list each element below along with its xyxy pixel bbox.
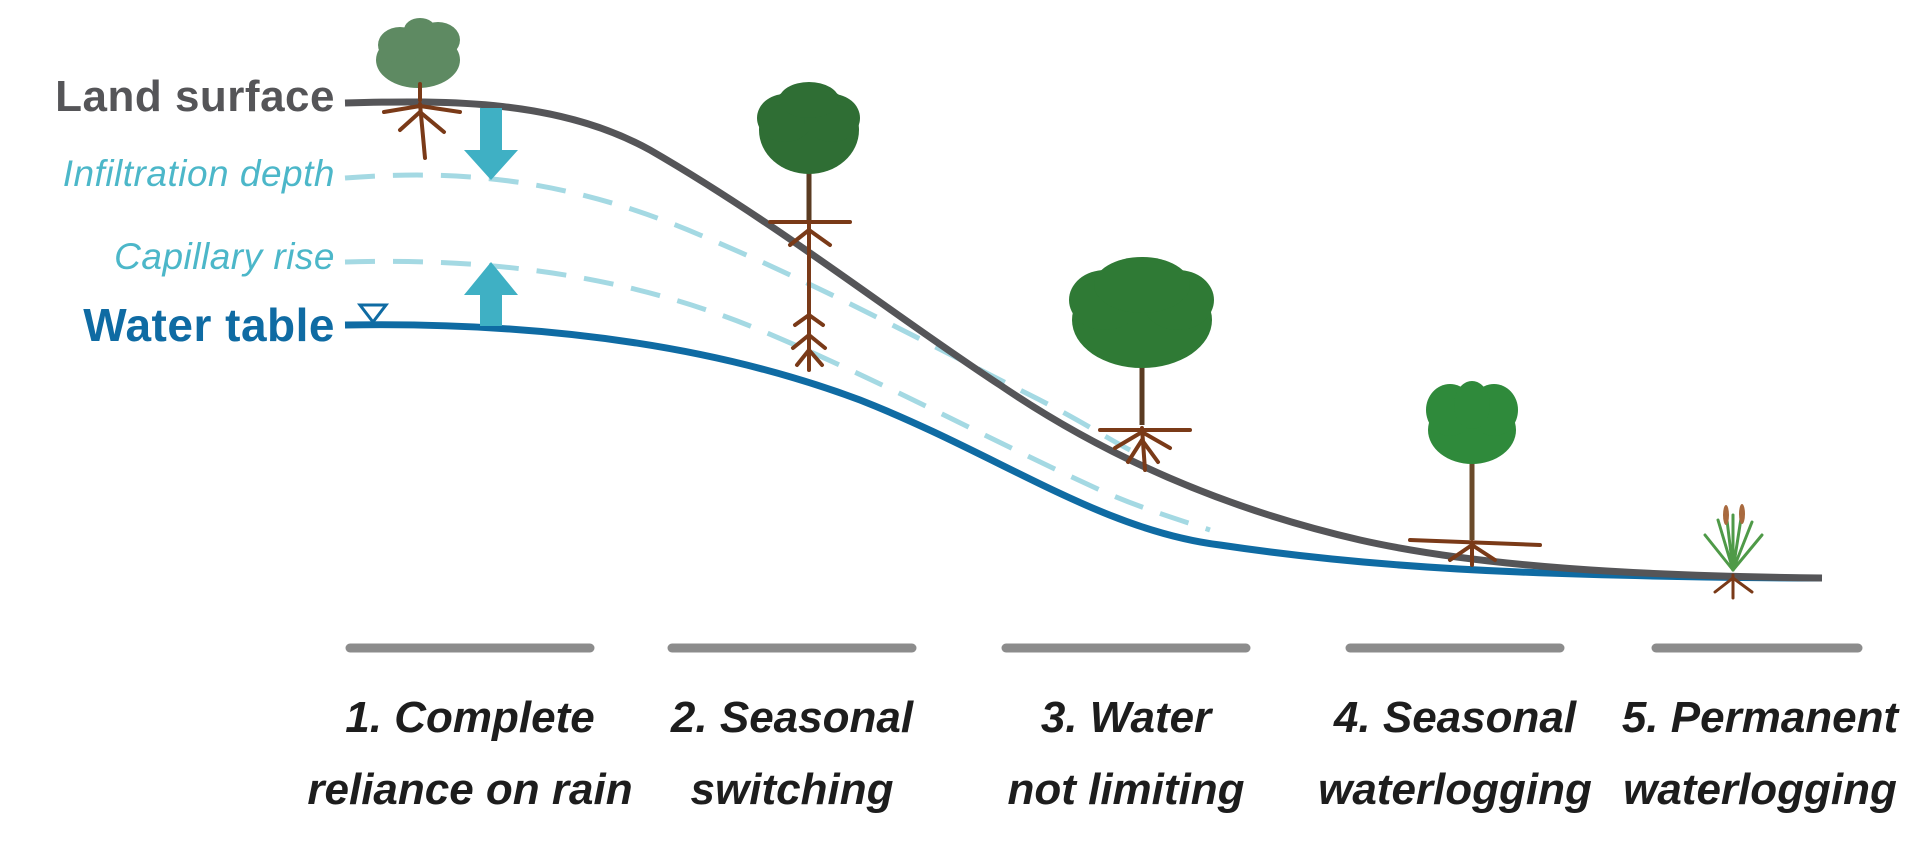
infiltration-depth-label: Infiltration depth — [62, 153, 335, 194]
zone-label-4: 4. Seasonal waterlogging — [1318, 693, 1592, 814]
water-table-symbol — [356, 303, 390, 325]
infiltration-arrow — [464, 108, 518, 180]
zone-label-2: 2. Seasonal switching — [670, 693, 914, 814]
capillary-rise-arrow — [464, 262, 518, 326]
water-table-line — [344, 321, 1823, 582]
large-tree-icon — [1069, 257, 1214, 472]
capillary-rise-line — [344, 258, 1211, 533]
capillary-rise-label: Capillary rise — [114, 236, 335, 277]
infiltration-depth-line — [344, 172, 1132, 453]
zone-label-3: 3. Water not limiting — [1007, 693, 1245, 814]
reed-grass-icon — [1703, 504, 1764, 600]
shrub-plant-icon — [376, 18, 462, 160]
land-surface-label: Land surface — [55, 72, 335, 121]
tree-deep-roots-icon — [757, 82, 860, 372]
zone-label-5: 5. Permanent waterlogging — [1621, 693, 1899, 814]
zone-label-1: 1. Complete reliance on rain — [307, 693, 633, 814]
land-surface-line — [344, 98, 1823, 582]
palm-tree-icon — [1408, 381, 1542, 567]
water-table-label: Water table — [83, 299, 335, 351]
